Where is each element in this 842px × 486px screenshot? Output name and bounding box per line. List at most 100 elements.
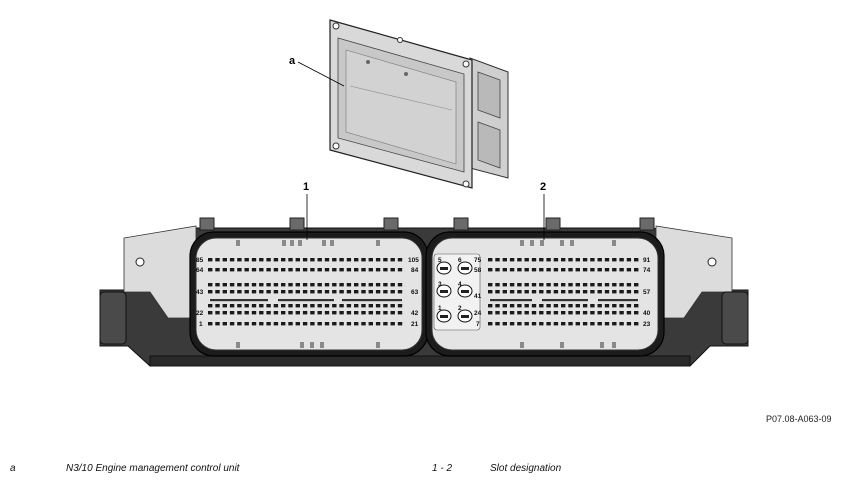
- pin-cavity: [590, 311, 595, 315]
- pin-cavity: [278, 299, 334, 302]
- pin-cavity: [368, 311, 373, 315]
- pin-cavity: [302, 268, 308, 272]
- pin-cavity: [626, 322, 632, 326]
- pin-cavity: [259, 311, 264, 315]
- pin-cavity: [546, 311, 551, 315]
- pin-cavity: [317, 268, 322, 272]
- pin-cavity: [502, 304, 507, 308]
- pin-cavity: [397, 268, 403, 272]
- pin-cavity: [222, 258, 227, 262]
- pin-cavity: [546, 283, 551, 287]
- pin-cavity: [488, 322, 493, 326]
- pin-cavity: [376, 240, 380, 246]
- pin-cavity: [561, 322, 566, 326]
- pin-cavity: [612, 342, 616, 348]
- pin-cavity: [222, 311, 227, 315]
- pin-cavity: [368, 268, 373, 272]
- pin-cavity: [361, 290, 366, 294]
- pin-cavity: [361, 311, 366, 315]
- pin-cavity: [568, 258, 573, 262]
- pin-cavity: [560, 342, 564, 348]
- pin-cavity: [324, 311, 330, 315]
- pin-cavity: [540, 240, 544, 246]
- pin-cavity: [215, 322, 220, 326]
- pin-cavity: [553, 311, 559, 315]
- pin-cavity: [539, 311, 544, 315]
- pin-cavity: [288, 283, 293, 287]
- pin-cavity: [273, 322, 279, 326]
- pin-cavity: [332, 258, 337, 262]
- pin-cavity: [575, 283, 580, 287]
- pin-cavity: [375, 258, 381, 262]
- pin-cavity: [322, 240, 326, 246]
- pin-cavity: [281, 322, 286, 326]
- pin-cavity: [619, 311, 624, 315]
- pin-cavity: [259, 304, 264, 308]
- pin-cavity: [229, 304, 235, 308]
- pin-cavity: [612, 290, 617, 294]
- connector-2-pin-grid: [488, 240, 639, 348]
- pin-cavity: [281, 311, 286, 315]
- pin-cavity: [597, 283, 602, 287]
- pin-cavity: [368, 258, 373, 262]
- pin-cavity: [266, 258, 271, 262]
- pin-label: 91: [643, 257, 651, 264]
- pin-cavity: [375, 268, 381, 272]
- pin-cavity: [546, 304, 551, 308]
- pin-cavity: [375, 290, 381, 294]
- pin-cavity: [324, 290, 330, 294]
- pin-cavity: [488, 311, 493, 315]
- pin-cavity: [634, 283, 639, 287]
- pin-cavity: [354, 258, 359, 262]
- pin-cavity: [300, 342, 304, 348]
- pin-cavity: [361, 304, 366, 308]
- pin-cavity: [346, 322, 352, 326]
- pin-cavity: [244, 311, 249, 315]
- legend-key-a: a: [10, 463, 16, 474]
- pin-cavity: [339, 322, 344, 326]
- pin-cavity: [390, 268, 395, 272]
- pin-cavity: [281, 283, 286, 287]
- pin-label: 75: [474, 257, 482, 264]
- pin-cavity: [317, 322, 322, 326]
- pin-cavity: [509, 283, 515, 287]
- pin-cavity: [397, 290, 403, 294]
- pin-cavity: [539, 283, 544, 287]
- pin-cavity: [273, 258, 279, 262]
- pin-cavity: [502, 322, 507, 326]
- pin-cavity: [376, 342, 380, 348]
- pin-cavity: [295, 290, 300, 294]
- pin-cavity: [546, 322, 551, 326]
- pin-cavity: [259, 258, 264, 262]
- pin-cavity: [612, 240, 616, 246]
- pin-cavity: [244, 268, 249, 272]
- pin-cavity: [390, 322, 395, 326]
- pin-cavity: [324, 283, 330, 287]
- pin-cavity: [354, 283, 359, 287]
- pin-cavity: [582, 258, 588, 262]
- pin-cavity: [530, 240, 534, 246]
- pin-label: 84: [411, 267, 419, 274]
- pin-cavity: [332, 322, 337, 326]
- legend-text-a: N3/10 Engine management control unit: [66, 463, 240, 474]
- pin-cavity: [509, 258, 515, 262]
- pin-cavity: [295, 322, 300, 326]
- pin-cavity: [310, 258, 315, 262]
- ecu-unit-illustration: [329, 19, 509, 189]
- pin-cavity: [332, 268, 337, 272]
- pin-cavity: [604, 268, 610, 272]
- pin-cavity: [339, 290, 344, 294]
- pin-cavity: [488, 290, 493, 294]
- pin-cavity: [332, 283, 337, 287]
- pin-cavity: [568, 290, 573, 294]
- pin-cavity: [317, 311, 322, 315]
- pin-cavity: [509, 311, 515, 315]
- pin-cavity: [361, 268, 366, 272]
- pin-cavity: [568, 283, 573, 287]
- pin-cavity: [266, 311, 271, 315]
- pin-cavity: [604, 290, 610, 294]
- pin-cavity: [502, 311, 507, 315]
- pin-cavity: [590, 258, 595, 262]
- pin-cavity: [575, 290, 580, 294]
